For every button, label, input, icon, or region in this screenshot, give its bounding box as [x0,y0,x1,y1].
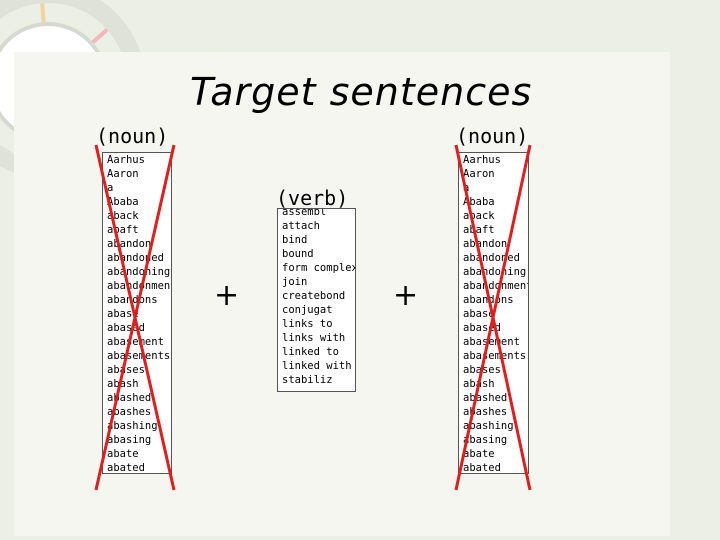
middle-verb-list-item[interactable]: linked to [282,346,339,358]
left-noun-list-item[interactable]: abashed [107,392,152,404]
right-noun-list-item[interactable]: a [463,182,470,194]
left-noun-list-item[interactable]: a [107,182,114,194]
right-noun-list-item[interactable]: abandon [463,238,508,250]
left-noun-list-item[interactable]: abasements [107,350,171,362]
middle-verb-list-item[interactable]: assembl [282,208,327,218]
right-noun-list-item[interactable]: Ababa [463,196,495,208]
middle-verb-list[interactable]: assembl attach bind bound form complex join cr… [277,208,356,392]
left-noun-list-item[interactable]: abated [107,462,145,474]
right-noun-list-item[interactable]: abandoning [463,266,527,278]
left-noun-list-item[interactable]: abaft [107,224,139,236]
right-noun-list-item[interactable]: abase [463,308,495,320]
middle-verb-list-item[interactable]: linked with [282,360,352,372]
right-noun-list-item[interactable]: abasing [463,434,508,446]
left-noun-list-item[interactable]: abasing [107,434,152,446]
middle-verb-list-item[interactable]: conjugat [282,304,333,316]
right-noun-list-item[interactable]: abandonment [463,280,529,292]
left-noun-list-item[interactable]: abandons [107,294,158,306]
right-noun-list-item[interactable]: Aarhus [463,154,501,166]
left-noun-list-item[interactable]: abash [107,378,139,390]
right-noun-list-item[interactable]: abandoned [463,252,520,264]
right-noun-list-item[interactable]: abasement [463,336,520,348]
right-noun-list-item[interactable]: abased [463,322,501,334]
middle-verb-list-item[interactable]: bound [282,248,314,260]
middle-verb-list-item[interactable]: createbond [282,290,346,302]
right-noun-list-item[interactable]: abandons [463,294,514,306]
left-noun-list-item[interactable]: abase [107,308,139,320]
right-noun-list-item[interactable]: Aaron [463,168,495,180]
left-noun-list-item[interactable]: abandonment [107,280,172,292]
left-noun-list-item[interactable]: abases [107,364,145,376]
right-noun-list-item[interactable]: aback [463,210,495,222]
left-noun-list-item[interactable]: abandoned [107,252,164,264]
right-noun-list-item[interactable]: abashed [463,392,508,404]
right-noun-list-item[interactable]: abashes [463,406,508,418]
right-noun-list-item[interactable]: abasements [463,350,527,362]
left-noun-list-item[interactable]: Aaron [107,168,139,180]
middle-verb-list-item[interactable]: links with [282,332,346,344]
middle-verb-list-item[interactable]: form complex [282,262,356,274]
right-noun-list-item[interactable]: abate [463,448,495,460]
left-noun-list-item[interactable]: Ababa [107,196,139,208]
middle-verb-list-item[interactable]: links to [282,318,333,330]
left-noun-list-item[interactable]: Aarhus [107,154,145,166]
right-noun-list-item[interactable]: abashing [463,420,514,432]
left-noun-list-item[interactable]: abased [107,322,145,334]
middle-verb-list-item[interactable]: attach [282,220,320,232]
left-noun-list-item[interactable]: aback [107,210,139,222]
left-noun-list-item[interactable]: abate [107,448,139,460]
left-noun-list-item[interactable]: abandon [107,238,152,250]
right-noun-list-item[interactable]: abash [463,378,495,390]
left-noun-list-item[interactable]: abandoning [107,266,171,278]
right-noun-list-item[interactable]: abaft [463,224,495,236]
plus-operator-left: + [214,278,240,313]
middle-verb-list-item[interactable]: bind [282,234,308,246]
right-noun-list-item[interactable]: abated [463,462,501,474]
plus-operator-right: + [393,278,419,313]
middle-list-header: (verb) [276,186,349,210]
right-noun-list-item[interactable]: abases [463,364,501,376]
right-list-header: (noun) [456,124,529,148]
slide-title: Target sentences [190,70,533,114]
left-noun-list-item[interactable]: abashing [107,420,158,432]
middle-verb-list-item[interactable]: stabiliz [282,374,333,386]
left-list-header: (noun) [96,124,169,148]
left-noun-list-item[interactable]: abashes [107,406,152,418]
left-noun-list-item[interactable]: abasement [107,336,164,348]
middle-verb-list-item[interactable]: join [282,276,308,288]
